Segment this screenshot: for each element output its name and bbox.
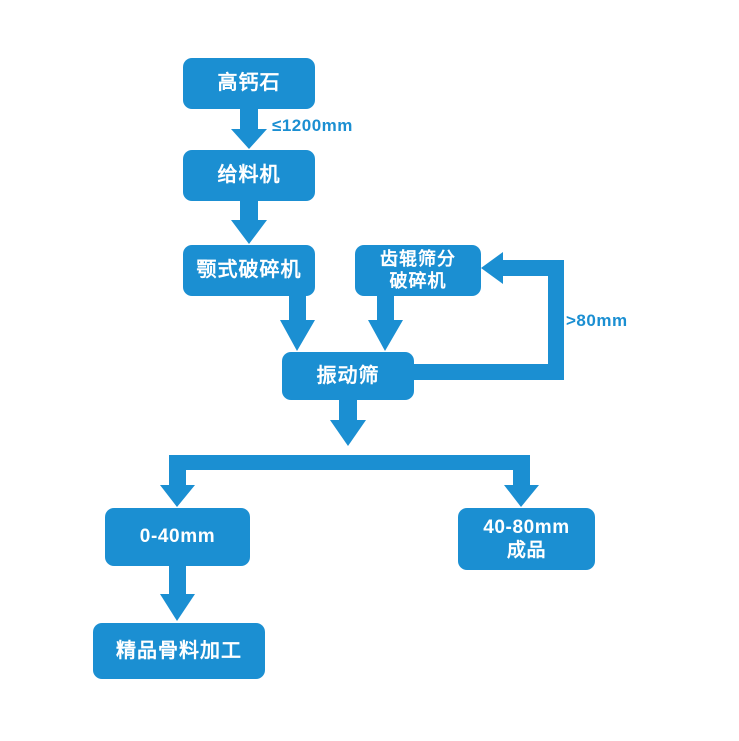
node-toothed-roller-screening-crusher: 齿辊筛分 破碎机 — [355, 245, 481, 296]
node-label: 齿辊筛分 破碎机 — [380, 248, 456, 291]
edge-label-oversize: >80mm — [566, 311, 628, 330]
node-jaw-crusher: 颚式破碎机 — [183, 245, 315, 296]
connector-small-to-final — [160, 566, 195, 621]
node-label: 颚式破碎机 — [196, 259, 302, 282]
node-feeder: 给料机 — [183, 150, 315, 201]
node-label: 高钙石 — [217, 72, 281, 95]
connector-feeder-to-jaw — [231, 201, 267, 244]
node-label: 给料机 — [217, 164, 281, 187]
node-raw-material: 高钙石 — [183, 58, 315, 109]
node-vibrating-screen: 振动筛 — [282, 352, 414, 400]
connector-roller-to-screen — [368, 296, 403, 351]
node-label: 40-80mm 成品 — [483, 516, 570, 561]
connector-oversize-recycle — [414, 252, 564, 380]
node-output-0-40mm: 0-40mm — [105, 508, 250, 566]
node-label: 精品骨料加工 — [116, 639, 242, 662]
connector-split-bar — [160, 455, 539, 507]
node-premium-aggregate-processing: 精品骨料加工 — [93, 623, 265, 679]
connector-raw-to-feeder — [231, 109, 267, 149]
node-output-40-80mm-finished: 40-80mm 成品 — [458, 508, 595, 570]
edge-label-feed-size: ≤1200mm — [272, 116, 353, 135]
connector-jaw-to-screen — [280, 296, 315, 351]
node-label: 振动筛 — [316, 364, 380, 387]
connector-screen-to-split — [330, 400, 366, 446]
node-label: 0-40mm — [139, 526, 216, 548]
